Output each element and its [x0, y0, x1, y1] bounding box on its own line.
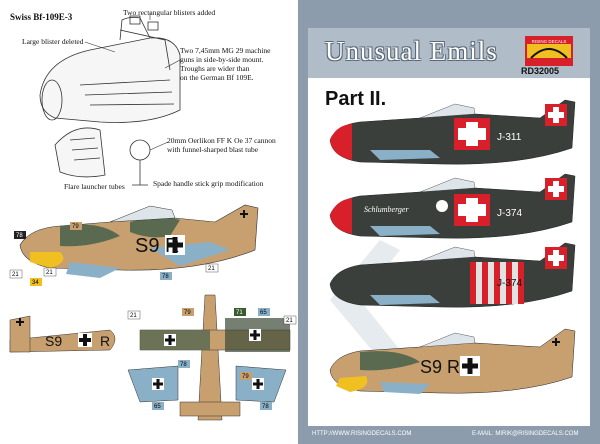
- tag-78a: 78: [14, 231, 26, 239]
- plane2-script: Schlumberger: [364, 205, 409, 214]
- svg-text:65: 65: [260, 310, 267, 316]
- tag-21e: 21: [283, 315, 297, 325]
- tag-65a: 65: [258, 308, 270, 316]
- svg-text:21: 21: [286, 318, 293, 324]
- side-profile-aircraft: [19, 204, 259, 278]
- tag-21c: 21: [205, 263, 219, 273]
- svg-text:79: 79: [242, 374, 249, 380]
- note-mg: Two 7,45mm MG 29 machine guns in side-by…: [180, 46, 271, 82]
- tag-34: 34: [30, 278, 42, 286]
- svg-text:78: 78: [162, 274, 169, 280]
- tag-79b: 79: [182, 308, 194, 316]
- profile-s9r: [329, 328, 576, 394]
- svg-text:21: 21: [208, 266, 215, 272]
- svg-text:78: 78: [262, 404, 269, 410]
- tag-65b: 65: [152, 402, 164, 410]
- profile-j374-stripes: [329, 242, 576, 308]
- note-spade: Spade handle stick grip modification: [153, 179, 264, 188]
- plane3-code: J-374: [497, 278, 522, 289]
- note-flare: Flare launcher tubes: [64, 182, 125, 191]
- plane1-code: J-311: [497, 132, 522, 143]
- side-fuselage-small: [9, 315, 116, 353]
- note-blister-deleted: Large blister deleted: [22, 37, 84, 46]
- note-mg-line2: guns in side-by-side mount.: [180, 55, 264, 64]
- tag-21d: 21: [127, 310, 141, 320]
- profile-code: S9 R: [135, 235, 179, 257]
- svg-text:79: 79: [72, 224, 79, 230]
- tag-78c: 78: [178, 360, 190, 368]
- plane2-code: J-374: [497, 208, 522, 219]
- plane4-code: S9 R: [420, 357, 460, 377]
- tag-79c: 79: [240, 372, 252, 380]
- left-page: Swiss Bf-109E-3 Two rectangular blisters…: [0, 0, 298, 444]
- svg-text:21: 21: [46, 270, 53, 276]
- part-label: Part II.: [325, 88, 387, 110]
- note-cannon: 20mm Oerlikon FF K Oe 37 cannon with fun…: [167, 136, 276, 154]
- footer-email[interactable]: E-MAIL: MIRIK@RISINGDECALS.COM: [472, 431, 579, 437]
- left-drawings: S9 R S9 R 78 79 21: [9, 12, 297, 421]
- note-blisters-added: Two rectangular blisters added: [123, 8, 216, 17]
- tag-21b: 21: [43, 267, 57, 277]
- svg-text:78: 78: [16, 233, 23, 239]
- tag-79a: 79: [70, 222, 82, 230]
- footer-web[interactable]: HTTP://WWW.RISINGDECALS.COM: [312, 431, 412, 437]
- tag-21a: 21: [9, 269, 23, 279]
- plan-view-aircraft: [127, 294, 291, 421]
- note-cannon-line1: 20mm Oerlikon FF K Oe 37 cannon: [167, 136, 276, 145]
- cowling-drawing: [39, 15, 181, 123]
- balkenkreuz: [165, 235, 185, 255]
- svg-text:21: 21: [130, 313, 137, 319]
- side-code-left: S9: [45, 333, 62, 349]
- svg-text:78: 78: [180, 362, 187, 368]
- rising-decals-logo: RISING DECALS: [525, 36, 573, 66]
- side-code-right: R: [100, 333, 110, 349]
- profile-j374: [329, 173, 576, 239]
- profile-j311: [329, 99, 576, 165]
- product-title: Unusual Emils: [325, 36, 498, 66]
- flare-launcher-drawing: [54, 127, 106, 178]
- svg-text:21: 21: [12, 272, 19, 278]
- tag-78b: 78: [160, 272, 172, 280]
- paint-tags: 78 79 21 34 21 78 21 21 79 71 65 21 78 6…: [9, 222, 297, 410]
- svg-text:79: 79: [184, 310, 191, 316]
- note-mg-line4: on the German Bf 109E.: [180, 73, 254, 82]
- tag-78d: 78: [260, 402, 272, 410]
- note-mg-line1: Two 7,45mm MG 29 machine: [180, 46, 271, 55]
- aircraft-title: Swiss Bf-109E-3: [10, 12, 73, 22]
- catalog-number: RD32005: [521, 66, 560, 76]
- note-cannon-line2: with funnel-sharped blast tube: [167, 145, 259, 154]
- svg-text:65: 65: [154, 404, 161, 410]
- svg-text:34: 34: [32, 280, 39, 286]
- footer-bar: HTTP://WWW.RISINGDECALS.COM E-MAIL: MIRI…: [298, 428, 600, 444]
- tag-71: 71: [234, 308, 246, 316]
- svg-text:RISING DECALS: RISING DECALS: [532, 39, 567, 44]
- svg-text:71: 71: [236, 310, 243, 316]
- note-mg-line3: Troughs are wider than: [180, 64, 250, 73]
